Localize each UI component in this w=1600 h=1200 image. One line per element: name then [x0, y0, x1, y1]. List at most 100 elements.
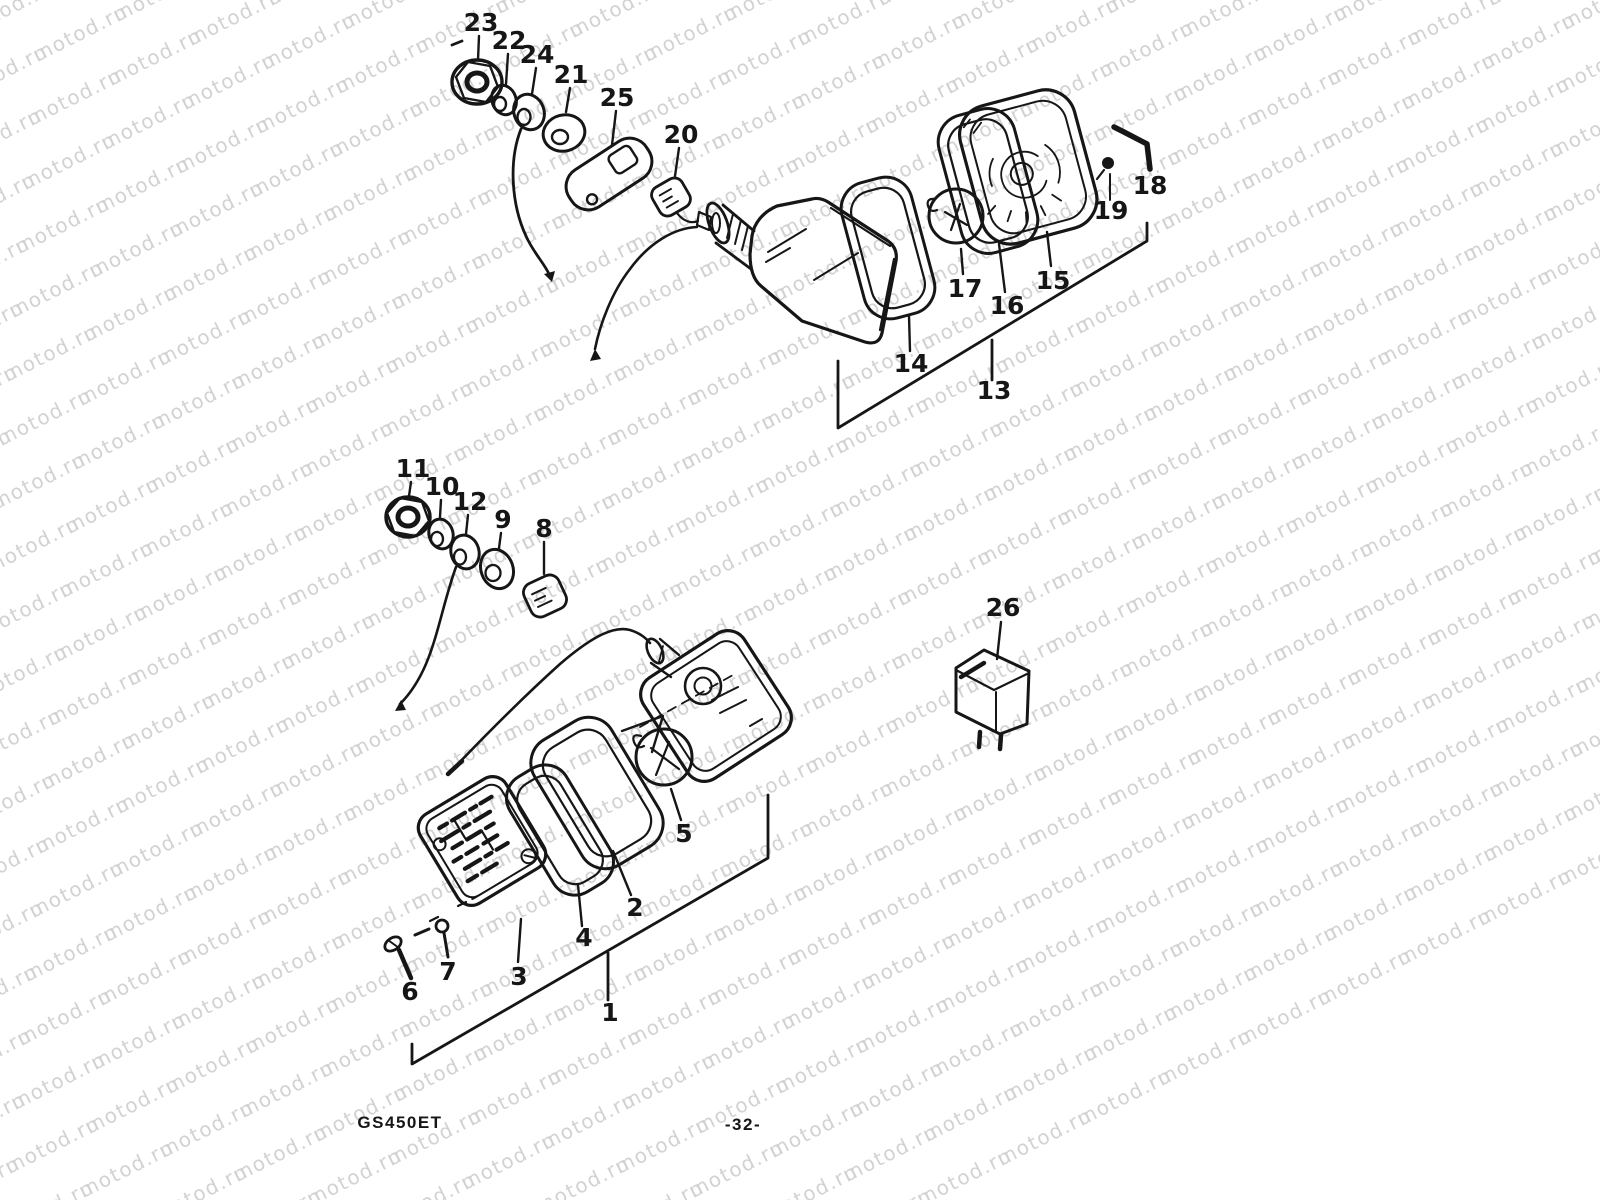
part-2-lens-frame: 2: [529, 715, 665, 922]
housing-shading: [765, 228, 859, 281]
callout-label-18: 18: [1133, 171, 1168, 200]
callout-label-13: 13: [977, 376, 1012, 405]
callout-label-25: 25: [600, 83, 635, 112]
lens-hatching: [987, 193, 1062, 224]
callout-label-4: 4: [575, 923, 592, 952]
callout-label-1: 1: [601, 998, 618, 1027]
part-18-screw: 18: [1111, 124, 1168, 200]
group-bracket: [410, 793, 770, 1066]
lower-lamp-housing: [445, 627, 793, 783]
leader-line-24: [530, 66, 538, 96]
part-14-gasket: 14: [839, 175, 937, 378]
callout-label-16: 16: [990, 291, 1025, 320]
wire: [453, 627, 652, 769]
callout-label-17: 17: [948, 274, 983, 303]
part-12-grommet-wire: 12: [395, 487, 487, 711]
leader-line-10: [438, 498, 443, 519]
callout-label-20: 20: [664, 120, 699, 149]
leader-line-26: [995, 620, 1003, 661]
part-22-washer: 22: [490, 26, 527, 117]
part-3-lens: 3: [416, 775, 548, 991]
callout-label-12: 12: [453, 487, 488, 516]
bulb-socket: [683, 666, 723, 706]
part-23-nut: 23: [450, 8, 504, 106]
part-26-flasher-relay: 26: [954, 593, 1031, 752]
part-21-washer: 21: [541, 60, 589, 153]
part-4-gasket: 4: [505, 763, 615, 952]
wire: [398, 565, 458, 706]
leader-line-5: [669, 787, 683, 822]
axis-dash: [450, 39, 464, 47]
callout-label-3: 3: [510, 962, 527, 991]
bulb-base: [632, 734, 646, 749]
callout-label-8: 8: [535, 514, 552, 543]
part-7-screw: 7: [434, 918, 457, 986]
callout-label-11: 11: [396, 454, 431, 483]
wire-tip: [544, 271, 555, 282]
callout-label-26: 26: [986, 593, 1021, 622]
leader-line-9: [497, 531, 503, 550]
callout-label-5: 5: [675, 819, 692, 848]
housing-rim: [650, 640, 782, 772]
leader-line-14: [907, 314, 912, 353]
bracket-13: 13: [836, 221, 1149, 430]
wire-tip: [395, 700, 406, 711]
bulb-base: [926, 197, 939, 212]
callout-label-19: 19: [1094, 196, 1129, 225]
relay-terminal: [997, 732, 1004, 752]
leader-line-25: [610, 109, 618, 147]
leader-line-12: [464, 513, 470, 536]
wire-tip: [590, 349, 601, 361]
upper-lamp-housing: [590, 196, 898, 361]
callout-label-22: 22: [492, 26, 527, 55]
lens-diffuser-pattern: [437, 794, 510, 884]
axis-dash: [413, 927, 431, 937]
assembly-axis: [428, 912, 446, 923]
assembly-axis: [639, 674, 734, 728]
housing-shading: [711, 686, 763, 727]
part-19-screw: 19: [1094, 157, 1129, 225]
bracket-1: 1: [410, 793, 770, 1066]
part-5-bulb: 5: [632, 727, 694, 848]
leader-line-21: [564, 86, 572, 114]
socket-cone: [705, 201, 731, 245]
callout-label-21: 21: [554, 60, 589, 89]
part-8-cushion: 8: [522, 514, 568, 619]
callout-label-10: 10: [425, 472, 460, 501]
page-number: -32-: [725, 1115, 761, 1134]
upper-turn-signal-assembly: 23 22 24 21: [450, 8, 1168, 430]
part-10-washer: 10: [425, 472, 460, 551]
lower-turn-signal-assembly: 11 10 12 9: [383, 454, 793, 1066]
wire: [593, 225, 699, 351]
part-11-nut: 11: [384, 454, 432, 539]
part-25-mount-bracket: 25: [564, 83, 654, 212]
model-code: GS450ET: [357, 1113, 442, 1132]
leader-line-11: [407, 480, 413, 498]
callout-label-2: 2: [626, 893, 643, 922]
leader-line-20: [673, 146, 681, 178]
mounting-tab: [620, 714, 665, 754]
callout-label-23: 23: [464, 8, 499, 37]
callout-label-9: 9: [494, 505, 511, 534]
callout-label-7: 7: [439, 957, 456, 986]
bulb-filament: [943, 202, 969, 232]
part-9-washer: 9: [478, 505, 516, 591]
assembly-axis: [456, 895, 478, 908]
leader-line-2: [611, 849, 633, 897]
relay-terminal: [976, 729, 983, 750]
housing-body: [639, 629, 793, 783]
group-bracket: [836, 221, 1149, 430]
bulb-filament: [649, 740, 681, 777]
leader-line-4: [576, 883, 584, 928]
callout-label-6: 6: [401, 977, 418, 1006]
part-17-bulb: 17: [926, 187, 985, 303]
leader-line-22: [504, 52, 510, 86]
part-15-lens: 15: [958, 88, 1099, 295]
part-24-grommet-wire: 24: [511, 40, 555, 282]
leader-line-3: [516, 917, 523, 964]
wire: [511, 127, 551, 276]
part-20-cushion: 20: [650, 120, 699, 218]
leader-line-15: [1045, 230, 1053, 268]
callout-label-24: 24: [520, 40, 555, 69]
